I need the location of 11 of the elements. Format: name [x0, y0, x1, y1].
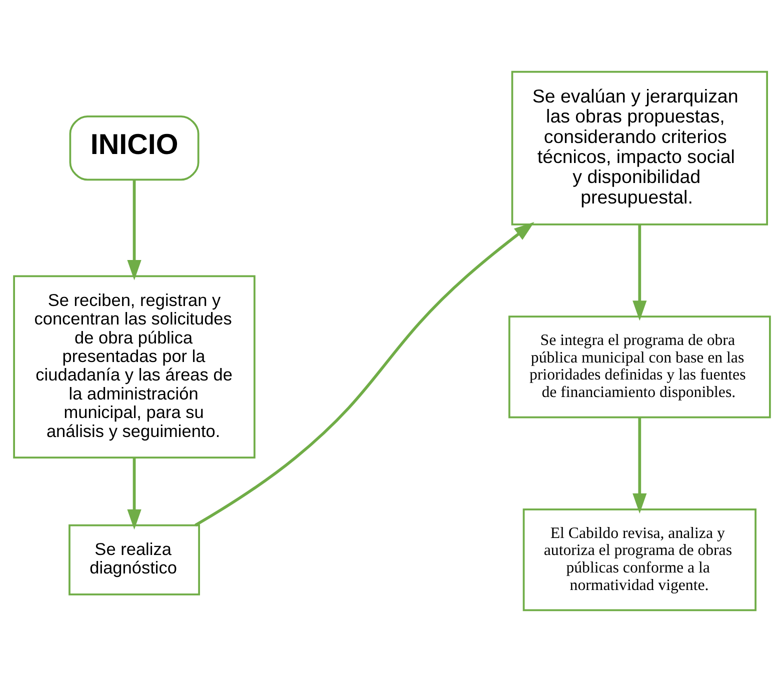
node-box: Se integra el programa de obra pública municipal con base en las prioridades definidas y las fuentes de financiamiento disponibles.	[508, 315, 771, 418]
node-box: INICIO	[69, 114, 200, 180]
arrow	[194, 222, 534, 526]
node-box: Se reciben, registran y concentran las solicitudes de obra pública presentadas por la ciudadanía y las áreas de la administración municipal, para su análisis y seguimiento.	[13, 274, 256, 458]
node-box: Se realiza diagnóstico	[68, 524, 200, 595]
node-box: El Cabildo revisa, analiza y autoriza el programa de obras públicas conforme a la normatividad vigente.	[522, 508, 756, 611]
arrow	[632, 417, 647, 514]
arrow	[127, 457, 142, 530]
arrow	[632, 224, 647, 320]
node-box: Se evalúan y jerarquizan las obras propuestas, considerando criterios técnicos, impacto social y disponibilidad presupuestal.	[511, 70, 768, 225]
arrow	[127, 180, 142, 280]
